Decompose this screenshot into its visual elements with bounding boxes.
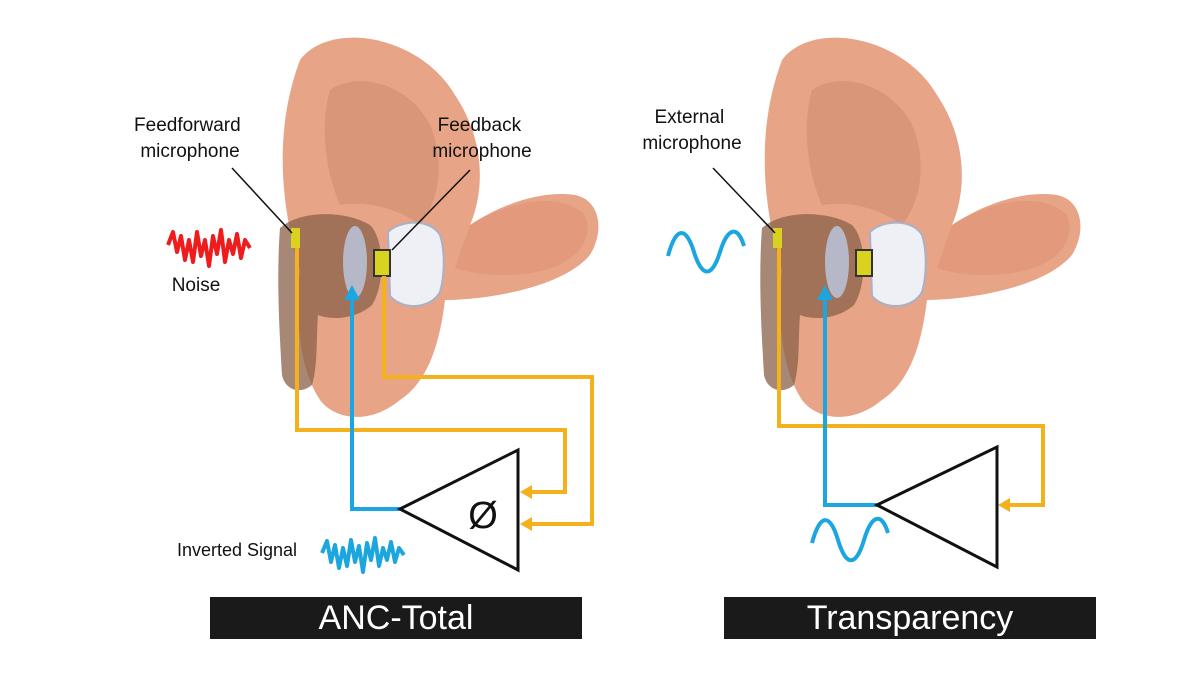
inverted-signal-waveform bbox=[320, 536, 406, 574]
transparency-output-path bbox=[823, 298, 877, 507]
anc-output-path bbox=[350, 298, 400, 511]
noise-waveform bbox=[166, 228, 252, 268]
feedforward-label: Feedforward microphone bbox=[134, 115, 246, 162]
feedforward-leader-line bbox=[231, 167, 293, 234]
output-sine-waveform bbox=[810, 516, 890, 562]
passthrough-amplifier bbox=[873, 444, 999, 570]
ear-illustration-anc bbox=[277, 36, 600, 418]
phase-inverting-amplifier bbox=[396, 447, 520, 573]
arrowhead-anc-output bbox=[344, 285, 360, 300]
ambient-sine-waveform bbox=[666, 229, 746, 274]
feedforward-signal-path bbox=[295, 248, 567, 494]
feedback-signal-path bbox=[382, 276, 594, 526]
transparency-banner: Transparency bbox=[724, 597, 1096, 639]
feedback-label: Feedback microphone bbox=[432, 115, 531, 162]
arrowhead-external bbox=[998, 498, 1010, 512]
inverted-signal-label: Inverted Signal bbox=[177, 540, 297, 560]
external-mic-label: External microphone bbox=[642, 107, 741, 154]
arrowhead-feedback bbox=[520, 517, 532, 531]
arrowhead-transparency-output bbox=[817, 285, 833, 300]
anc-total-banner: ANC-Total bbox=[210, 597, 582, 639]
noise-label: Noise bbox=[172, 275, 221, 296]
phase-symbol: Ø bbox=[468, 495, 498, 537]
ear-illustration-transparency bbox=[759, 36, 1082, 418]
arrowhead-feedforward bbox=[520, 485, 532, 499]
feedback-leader-line bbox=[391, 169, 471, 251]
transparency-title: Transparency bbox=[806, 598, 1014, 637]
external-signal-path bbox=[777, 248, 1045, 507]
anc-total-title: ANC-Total bbox=[318, 598, 474, 637]
external-leader-line bbox=[712, 167, 776, 234]
